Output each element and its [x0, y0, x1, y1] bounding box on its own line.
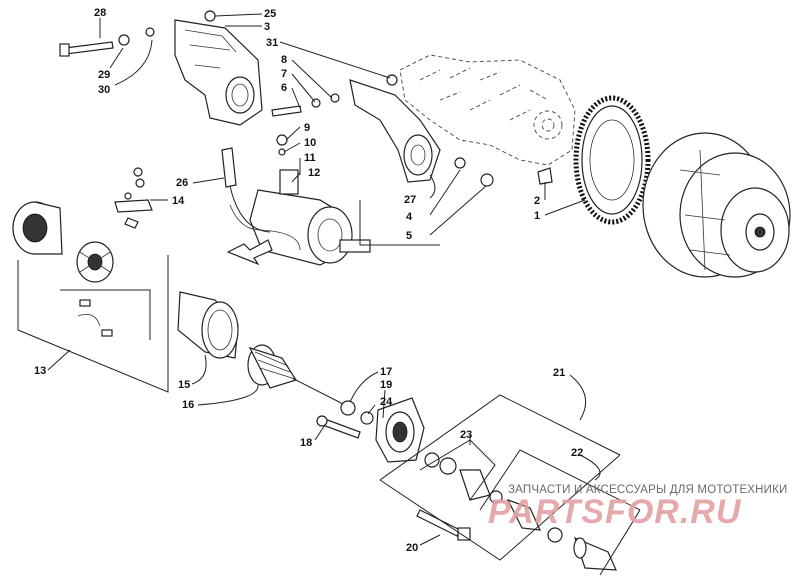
callout-7: 7 — [281, 68, 287, 80]
callout-24: 24 — [380, 396, 393, 408]
callout-14: 14 — [172, 195, 185, 207]
callout-21: 21 — [553, 367, 565, 379]
brush-springs — [77, 299, 113, 337]
terminal-hardware — [114, 167, 153, 229]
battery-cable — [221, 147, 271, 233]
group-bracket-13 — [17, 255, 169, 393]
callout-28: 28 — [94, 7, 106, 19]
rear-bracket — [349, 79, 441, 183]
callout-12: 12 — [308, 167, 320, 179]
callout-1: 1 — [534, 210, 540, 222]
engine-outline — [399, 54, 576, 166]
callout-13: 13 — [34, 365, 46, 377]
yoke-frame — [177, 291, 239, 359]
callout-20: 20 — [406, 542, 418, 554]
through-bolt-18 — [316, 415, 361, 439]
group-bracket-22 — [479, 449, 641, 576]
callout-30: 30 — [98, 84, 110, 96]
callout-16: 16 — [182, 399, 194, 411]
leader-lines — [47, 13, 601, 546]
callout-17: 17 — [380, 366, 392, 378]
group-bracket-21 — [379, 394, 621, 561]
callout-18: 18 — [300, 437, 312, 449]
callout-5: 5 — [406, 230, 412, 242]
front-housing — [340, 397, 425, 463]
callout-27: 27 — [404, 194, 416, 206]
callout-3: 3 — [264, 21, 270, 33]
end-cap — [12, 201, 63, 255]
armature — [247, 344, 346, 406]
ring-gear — [573, 95, 651, 225]
flywheel-housing — [642, 132, 791, 278]
watermark-logo: PARTSFOR.RU — [488, 493, 742, 531]
drive-assembly — [424, 452, 617, 571]
callout-11: 11 — [304, 152, 316, 164]
callout-10: 10 — [304, 137, 316, 149]
callout-labels: 28 25 3 31 8 7 6 29 30 9 10 11 12 26 14 … — [34, 7, 583, 554]
mounting-bracket — [174, 19, 263, 126]
callout-31: 31 — [266, 37, 278, 49]
watermark-tagline: ЗАПЧАСТИ И АКСЕССУАРЫ ДЛЯ МОТОТЕХНИКИ — [508, 484, 788, 496]
callout-6: 6 — [281, 82, 287, 94]
callout-15: 15 — [178, 379, 190, 391]
callout-25: 25 — [264, 8, 276, 20]
callout-19: 19 — [380, 379, 392, 391]
callout-9: 9 — [304, 122, 310, 134]
brush-holder — [76, 241, 114, 283]
group-bracket-23 — [419, 439, 496, 501]
callout-4: 4 — [406, 211, 413, 223]
long-bolt-20 — [416, 509, 471, 541]
callout-2: 2 — [534, 195, 540, 207]
callout-8: 8 — [281, 54, 287, 66]
callout-22: 22 — [571, 447, 583, 459]
callout-26: 26 — [176, 177, 188, 189]
starter-motor-assembled — [229, 169, 371, 266]
callout-23: 23 — [460, 429, 472, 441]
callout-29: 29 — [98, 69, 110, 81]
direction-arrow — [226, 239, 273, 266]
